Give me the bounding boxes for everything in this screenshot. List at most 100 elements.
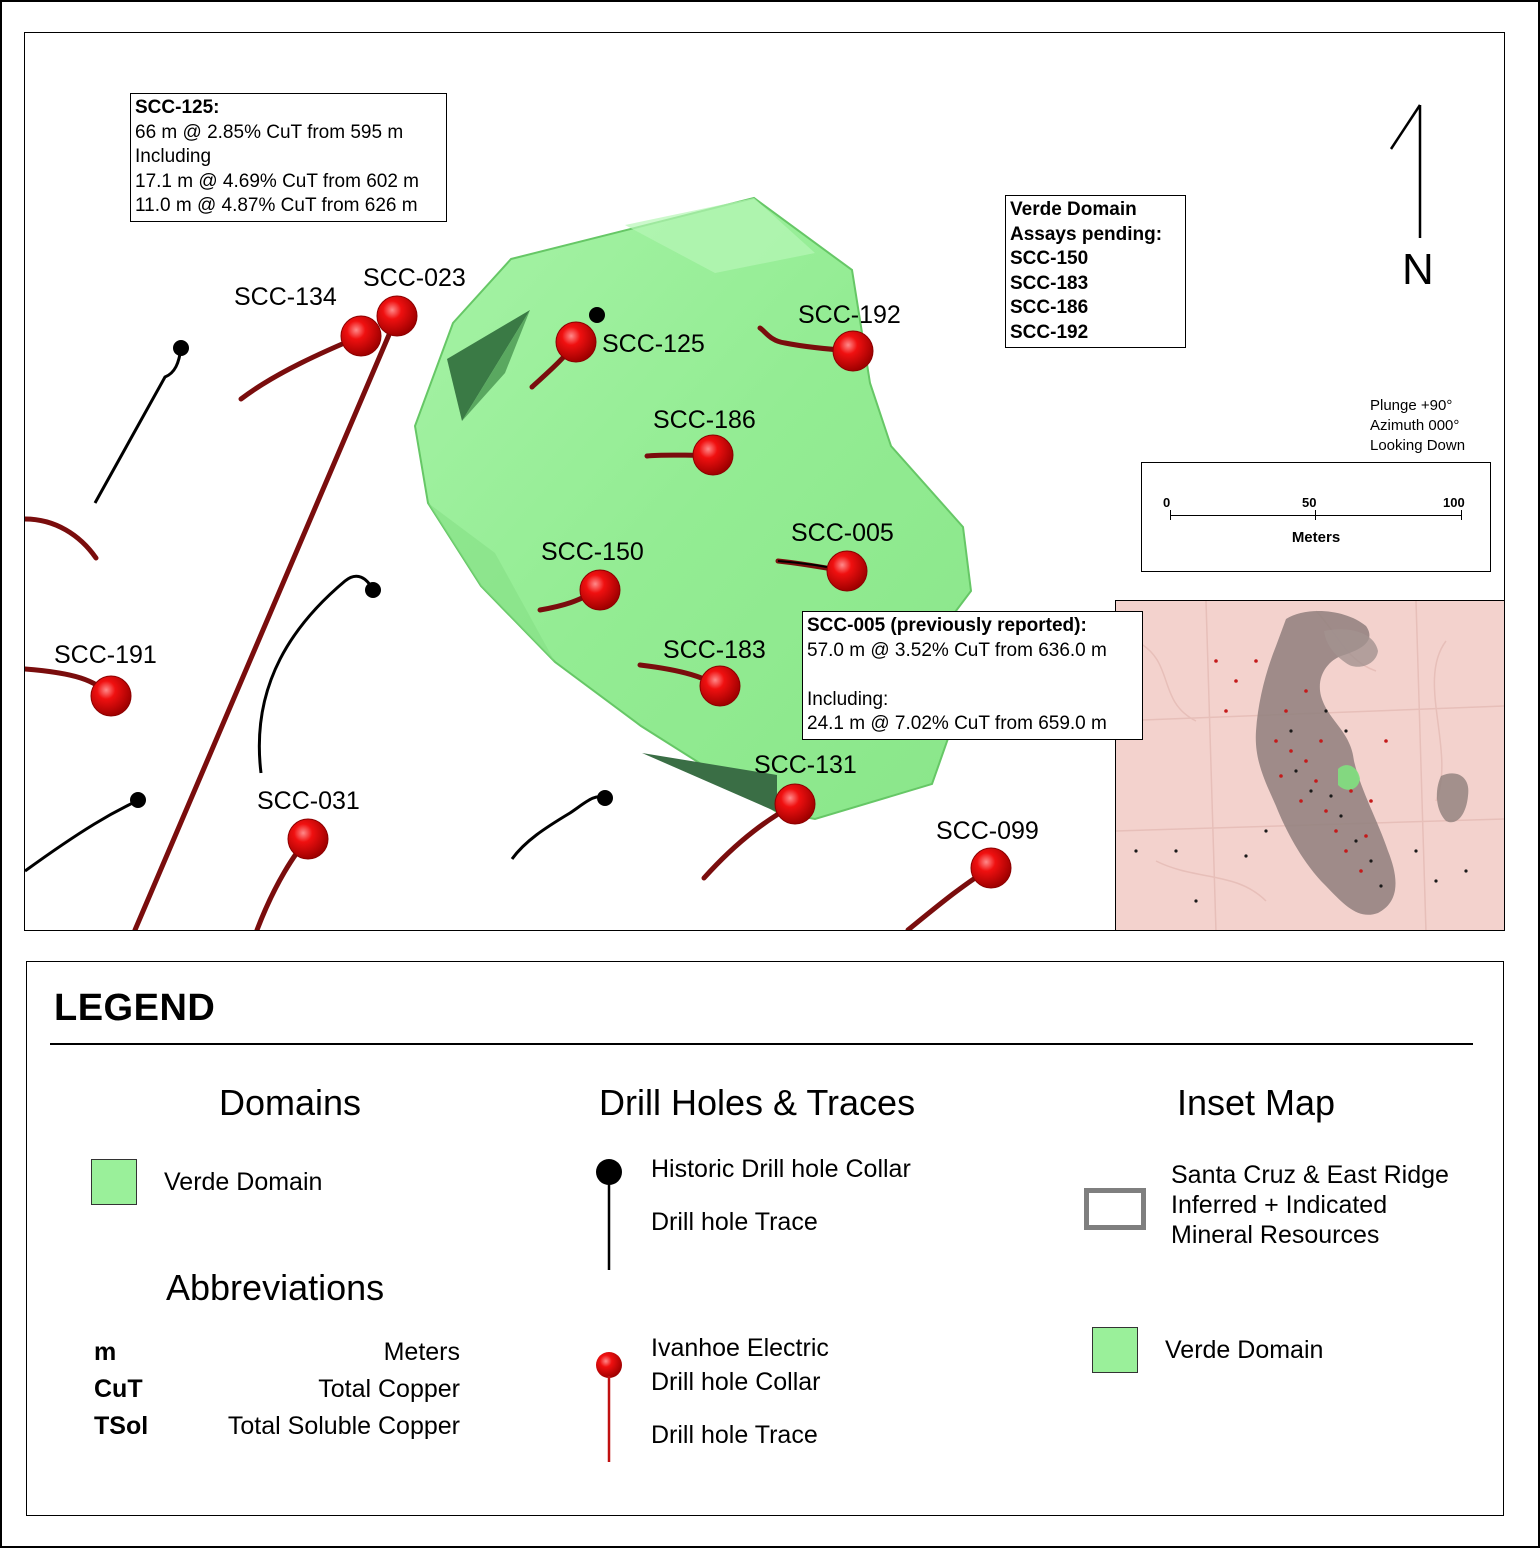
north-label: N [1402,245,1434,294]
scale-unit: Meters [1291,529,1341,546]
view-azimuth: Azimuth 000° [1370,417,1460,434]
north-arrow-icon [1389,104,1422,238]
legend-inset-heading: Inset Map [1177,1082,1336,1123]
legend-divider [50,1043,1473,1045]
inset-terrain [1116,601,1504,930]
collar-scc-186 [692,434,734,476]
legend-verde-swatch [91,1159,137,1205]
callout-line: SCC-192 [1010,321,1089,343]
abbr-value: Total Copper [318,1375,460,1403]
inset-historic-collars [1134,709,1468,903]
collar-scc-023 [376,295,418,337]
collar-scc-192 [832,330,874,372]
hole-label: SCC-134 [234,283,337,311]
verde-domain-facet [625,198,815,273]
historic-collar [589,307,605,323]
legend-verde-label: Verde Domain [164,1168,323,1196]
inset-resource-area [1324,629,1378,667]
abbr-value: Total Soluble Copper [227,1412,460,1440]
legend-resources-label: Santa Cruz & East Ridge Inferred + Indic… [1171,1160,1449,1250]
callout-line: 57.0 m @ 3.52% CuT from 636.0 m [807,639,1107,661]
inset-map-drawing [1116,601,1504,930]
verde-domain-shadow [462,310,530,421]
historic-collar [597,790,613,806]
inset-map [1115,600,1504,930]
legend-resources-line: Santa Cruz & East Ridge [1171,1161,1449,1189]
collar-scc-031 [287,818,329,860]
callout-line: Including: [807,688,889,710]
scale-tick [1461,510,1462,520]
legend-ivanhoe-collar-line: Ivanhoe Electric [651,1334,829,1362]
legend-resources-swatch [1084,1188,1146,1230]
hole-label: SCC-150 [541,538,644,566]
abbr-key: TSol [94,1412,149,1440]
callout-verde-assays: Verde Domain Assays pending: SCC-150 SCC… [1005,195,1186,348]
legend-resources-line: Mineral Resources [1171,1221,1380,1249]
collar-scc-183 [699,665,741,707]
historic-collar [130,792,146,808]
hole-label: SCC-131 [754,751,857,779]
inset-resource-area [1255,610,1396,915]
view-looking: Looking Down [1370,437,1466,454]
view-orientation: Plunge +90° Azimuth 000° Looking Down [1370,396,1465,456]
abbr-key: CuT [94,1375,143,1403]
callout-line: SCC-186 [1010,297,1089,318]
callout-line: 66 m @ 2.85% CuT from 595 m [135,121,404,143]
historic-collars [130,307,613,808]
legend-ivanhoe-trace: Drill hole Trace [651,1421,818,1449]
legend-abbreviations-heading: Abbreviations [166,1267,385,1308]
scale-tick-label: 50 [1302,495,1317,510]
collar-scc-099 [970,847,1012,889]
legend-ivanhoe-collar: Ivanhoe Electric Drill hole Collar [651,1331,829,1399]
callout-line [807,663,1138,688]
legend-historic-collar: Historic Drill hole Collar [651,1155,911,1183]
hole-label: SCC-125 [602,330,705,358]
callout-line: 24.1 m @ 7.02% CuT from 659.0 m [807,713,1107,734]
hole-label: SCC-023 [363,264,466,292]
verde-domain-facet [428,503,555,662]
callout-line: SCC-150 [1010,248,1089,269]
legend-resources-line: Inferred + Indicated [1171,1191,1388,1219]
hole-label: SCC-192 [798,301,901,329]
historic-collar [173,340,189,356]
collar-scc-131 [774,783,816,825]
scale-tick-label: 100 [1443,495,1465,510]
historic-collar-icon [596,1159,622,1185]
ivanhoe-collars [90,295,1012,889]
legend-historic-trace: Drill hole Trace [651,1208,818,1236]
callout-title: SCC-125: [135,97,220,118]
scale-line [1170,515,1462,516]
callout-line: 11.0 m @ 4.87% CuT from 626 m [135,195,418,216]
legend-domains-heading: Domains [219,1082,362,1123]
collar-scc-125 [555,321,597,363]
callout-scc-005: SCC-005 (previously reported): 57.0 m @ … [802,611,1143,740]
legend-ivanhoe-collar-line: Drill hole Collar [651,1368,821,1396]
legend-drill-heading: Drill Holes & Traces [599,1082,916,1123]
callout-scc-125: SCC-125: 66 m @ 2.85% CuT from 595 m Inc… [130,93,447,222]
callout-line: SCC-183 [1010,272,1089,294]
inset-resource-area [1436,773,1469,823]
legend-title: LEGEND [54,987,216,1029]
scale-tick [1315,510,1316,520]
scale-tick-label: 0 [1163,495,1171,510]
hole-label: SCC-031 [257,787,360,815]
callout-line: Including [135,146,212,167]
hole-label: SCC-186 [653,406,756,434]
legend-drill-symbols [596,1159,622,1462]
view-plunge: Plunge +90° [1370,397,1453,414]
hole-label: SCC-191 [54,641,157,669]
abbr-key: m [94,1338,117,1366]
legend-inset-verde-label: Verde Domain [1165,1336,1324,1364]
historic-collar [365,582,381,598]
scale-tick [1170,510,1171,520]
collar-scc-150 [579,569,621,611]
collar-scc-134 [340,315,382,357]
collar-scc-191 [90,675,132,717]
callout-line: Assays pending: [1010,223,1163,245]
hole-label: SCC-183 [663,636,766,664]
legend-panel: LEGEND Domains Verde Domain Abbreviation… [26,961,1504,1516]
ivanhoe-collar-icon [596,1352,622,1378]
inset-verde-domain [1338,765,1360,790]
collar-scc-005 [826,550,868,592]
